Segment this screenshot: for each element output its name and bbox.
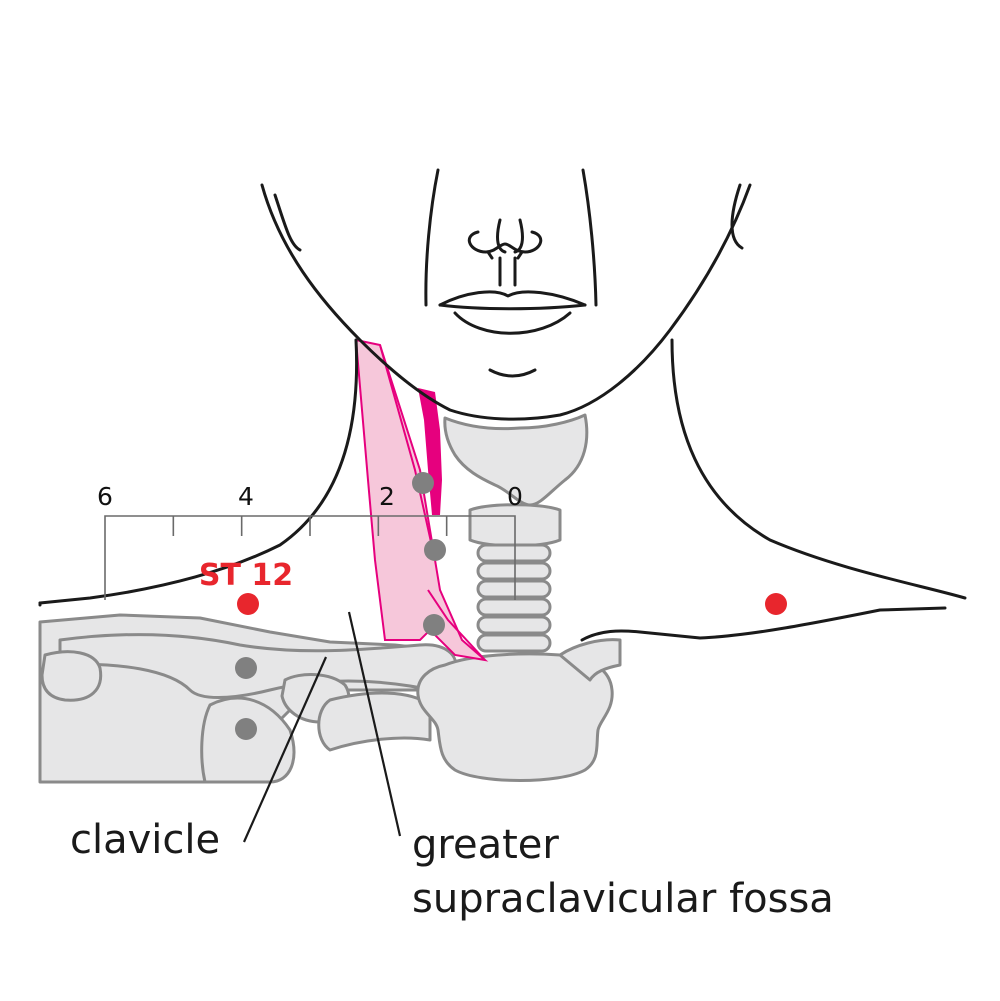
nostril-lines [486, 250, 524, 260]
muscle-clavicular-head [354, 338, 489, 662]
acromion-bone [40, 650, 103, 702]
reference-point [412, 472, 434, 494]
acupoint-st12-right [237, 593, 259, 615]
muscle-outline-2 [427, 589, 486, 661]
ruler-label-0: 0 [507, 482, 523, 511]
reference-point [235, 718, 257, 740]
neck-right-outline [670, 338, 967, 600]
muscle-sternal-head [418, 388, 442, 515]
clavicle-leader [242, 656, 328, 843]
reference-point [424, 539, 446, 561]
ruler-ticks [172, 516, 448, 536]
jaw-outline [260, 183, 752, 421]
acupoint-st12-left [765, 593, 787, 615]
left-clavicle-end-bone [558, 638, 622, 682]
philtrum [498, 256, 517, 287]
first-rib-bone [200, 696, 296, 784]
clavicle-caption: clavicle [70, 817, 220, 863]
ruler-label-2: 2 [379, 482, 395, 511]
ruler-label-6: 6 [97, 482, 113, 511]
lower-lip [453, 311, 572, 335]
ruler-label-4: 4 [238, 482, 254, 511]
sternocleidomastoid-muscle [354, 338, 489, 662]
left-ear-outline [273, 193, 302, 252]
upper-lip [438, 290, 587, 307]
thyroid-cartilage [443, 413, 589, 507]
fossa-leader [347, 611, 402, 837]
skeleton [38, 413, 622, 784]
right-ear-outline [730, 183, 744, 250]
acupoints: ST 12 [199, 558, 787, 615]
chin-line [488, 368, 537, 378]
reference-points [235, 472, 446, 740]
trachea [476, 543, 552, 653]
acupoint-label: ST 12 [199, 558, 293, 593]
shoulder-right-outline [580, 606, 947, 642]
nose-bridge [496, 218, 524, 254]
body-outline [38, 168, 967, 642]
fossa-caption-line1: greater [412, 822, 559, 868]
annotations: clavicle greater supraclavicular fossa [70, 611, 834, 922]
neck-left-outline [38, 338, 359, 605]
reference-point [235, 657, 257, 679]
fossa-caption-line2: supraclavicular fossa [412, 876, 834, 922]
reference-point [423, 614, 445, 636]
muscle-outline-1 [379, 344, 436, 561]
face-left-line [424, 168, 440, 307]
nose-outline [467, 230, 543, 254]
lip-line [438, 303, 587, 311]
measurement-ruler: 6 4 2 0 [97, 482, 523, 600]
face-right-line [581, 168, 598, 307]
